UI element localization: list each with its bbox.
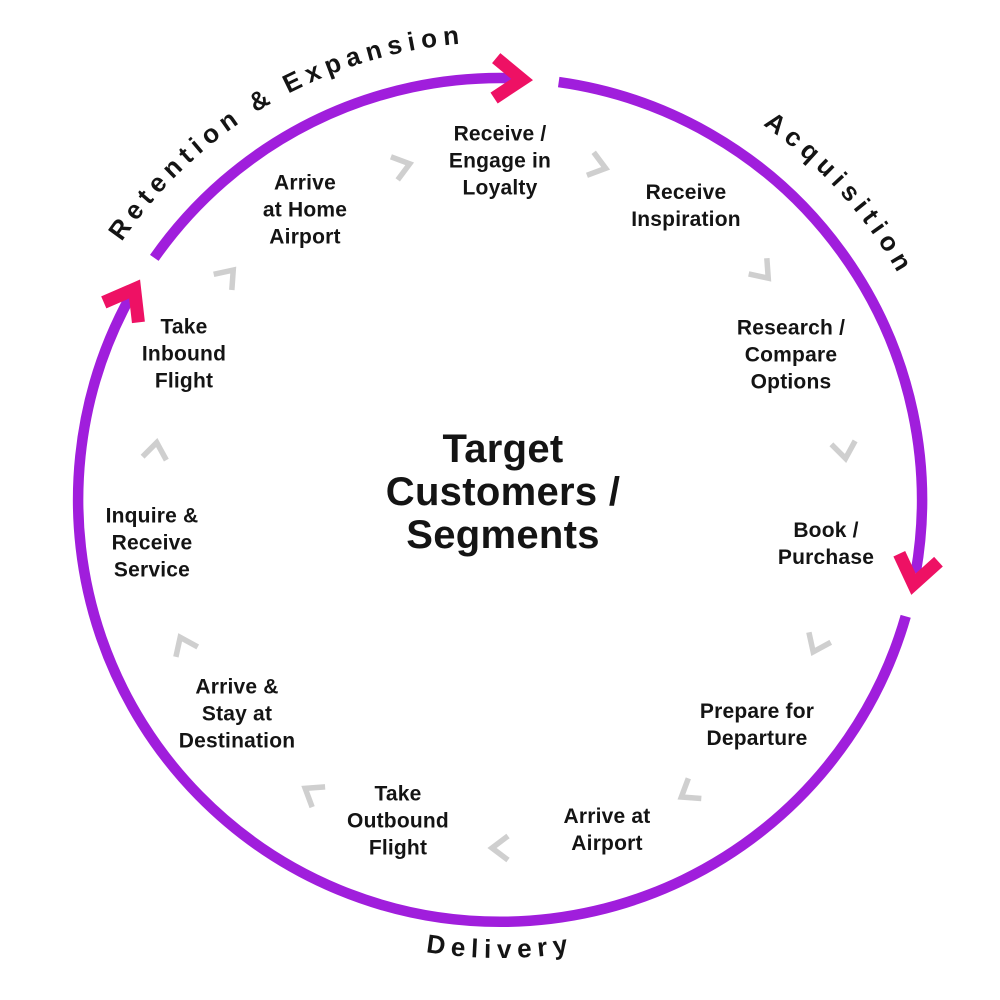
stage-transition-chevron-8 — [173, 633, 200, 658]
ring-arc-acquisition — [557, 76, 928, 575]
stage-transition-chevron-9 — [140, 438, 169, 462]
stage-line: Prepare for — [699, 700, 815, 724]
stage-line: Options — [750, 370, 832, 394]
stage-line: Arrive at — [563, 805, 651, 829]
stage-line: Compare — [744, 343, 838, 367]
stage-label-take-inbound-flight: Take Inbound Flight — [142, 315, 226, 396]
stage-line: Purchase — [777, 546, 875, 569]
stage-line: Airport — [269, 225, 341, 249]
stage-line: Destination — [178, 729, 296, 753]
stage-transition-chevron-10 — [213, 266, 237, 291]
stage-line: Take — [374, 782, 422, 806]
stage-transition-chevron-7 — [301, 784, 326, 809]
stage-line: Receive / — [453, 122, 547, 146]
stage-line: Receive — [645, 181, 727, 205]
stage-line: Arrive & — [195, 675, 279, 699]
stage-line: Service — [113, 558, 191, 582]
center-title: Target Customers / Segments — [386, 428, 620, 558]
stage-line: Loyalty — [462, 176, 538, 200]
stage-label-arrive-home-airport: Arrive at Home Airport — [263, 171, 347, 252]
center-title-line: Segments — [406, 513, 600, 558]
stage-label-research-compare-options: Research / Compare Options — [737, 316, 845, 397]
stage-line: Arrive — [274, 171, 336, 195]
center-title-line: Target — [442, 427, 564, 472]
stage-line: Airport — [571, 832, 643, 855]
phase-label-delivery-text: Delivery — [425, 928, 569, 964]
stage-line: Stay at — [201, 702, 273, 726]
stage-label-book-purchase: Book / Purchase — [778, 518, 874, 572]
stage-transition-chevron-6 — [487, 833, 510, 863]
stage-line: Outbound — [347, 809, 449, 833]
stage-transition-chevron-4 — [806, 631, 833, 657]
stage-line: Inquire & — [105, 504, 199, 528]
stage-label-receive-engage-loyalty: Receive / Engage in Loyalty — [449, 122, 551, 203]
ring-arc-delivery — [72, 292, 911, 928]
stage-label-arrive-at-airport: Arrive at Airport — [563, 804, 650, 858]
stage-label-receive-inspiration: Receive Inspiration — [631, 180, 741, 234]
stage-transition-chevron-1 — [585, 150, 611, 178]
ring-arc-retention — [150, 72, 515, 261]
stage-line: Inspiration — [631, 208, 741, 231]
stage-label-prepare-for-departure: Prepare for Departure — [700, 699, 814, 753]
stage-line: Engage in — [448, 149, 552, 173]
stage-line: Inbound — [141, 342, 227, 366]
stage-line: Receive — [111, 531, 193, 555]
stage-line: Book / — [793, 519, 859, 543]
flow-arrowhead-upper-left — [101, 279, 145, 324]
stage-line: Flight — [368, 836, 428, 860]
flow-arrowhead-top — [490, 53, 534, 104]
stage-transition-chevron-2 — [748, 258, 772, 282]
stage-line: Departure — [706, 727, 808, 750]
stage-label-take-outbound-flight: Take Outbound Flight — [347, 782, 449, 863]
stage-label-arrive-stay-destination: Arrive & Stay at Destination — [179, 675, 296, 756]
stage-label-inquire-receive-service: Inquire & Receive Service — [106, 504, 199, 585]
stage-line: Research / — [736, 316, 846, 340]
flow-arrowhead-right — [893, 551, 943, 595]
phase-label-delivery: Delivery — [425, 928, 575, 964]
center-title-line: Customers / — [385, 470, 621, 515]
stage-line: Take — [160, 315, 208, 339]
stage-transition-chevron-11 — [389, 154, 415, 182]
stage-transition-chevron-5 — [677, 777, 702, 802]
stage-line: Flight — [154, 369, 214, 393]
stage-line: at Home — [262, 198, 348, 222]
stage-transition-chevron-3 — [829, 439, 858, 463]
